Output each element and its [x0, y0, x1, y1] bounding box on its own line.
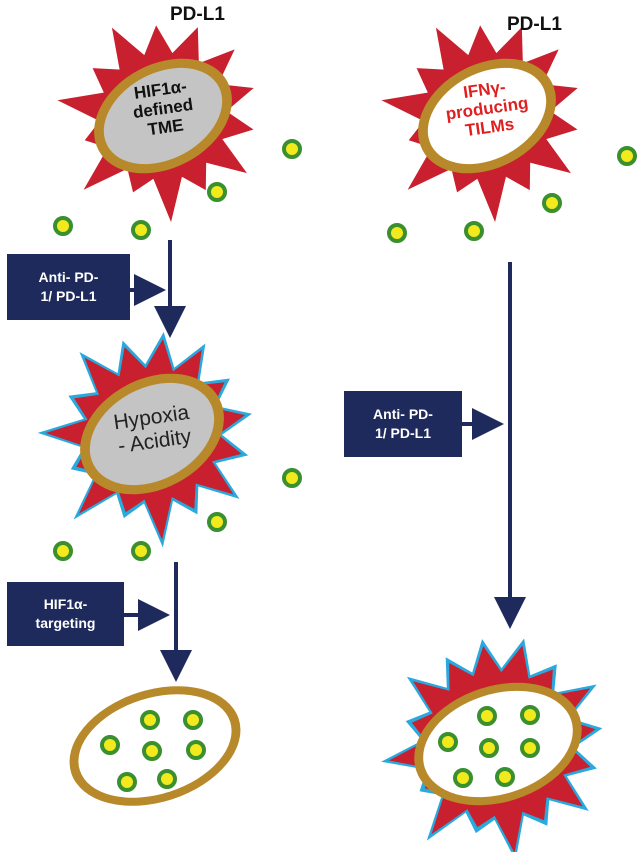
- anti-pd1-box-right: Anti- PD- 1/ PD-L1: [344, 391, 462, 457]
- pd-l1-dot: [282, 468, 302, 488]
- pd-l1-dot: [464, 221, 484, 241]
- cell-nucleus: [89, 382, 215, 486]
- pd-l1-label-left: PD-L1: [170, 4, 225, 25]
- pd-l1-dot: [282, 139, 302, 159]
- anti-pd1-box-left: Anti- PD- 1/ PD-L1: [7, 254, 130, 320]
- internalized-dot: [438, 732, 458, 752]
- internalized-dot: [520, 705, 540, 725]
- pd-l1-dot: [131, 220, 151, 240]
- cell-interior: [427, 67, 547, 165]
- pd-l1-label-right: PD-L1: [507, 14, 562, 35]
- cell-bottom-left: [69, 686, 241, 806]
- pd-l1-dot: [617, 146, 637, 166]
- internalized-dot: [157, 769, 177, 789]
- pd-l1-dot: [53, 216, 73, 236]
- internalized-dot: [453, 768, 473, 788]
- internalized-dot: [140, 710, 160, 730]
- pd-l1-dot: [207, 512, 227, 532]
- pd-l1-dots: [53, 139, 637, 561]
- internalized-dot: [100, 735, 120, 755]
- cell-hypoxia-acidity: [37, 332, 253, 548]
- internalized-dot: [495, 767, 515, 787]
- pd-l1-dot: [131, 541, 151, 561]
- pd-l1-dot: [387, 223, 407, 243]
- internalized-dot: [477, 706, 497, 726]
- internalized-dot: [186, 740, 206, 760]
- internalized-dot: [117, 772, 137, 792]
- internalized-dot: [183, 710, 203, 730]
- cell-ifng-tilms: [381, 25, 578, 223]
- hif1a-targeting-box: HIF1α- targeting: [7, 582, 124, 646]
- cell-hif1a-tme: [57, 25, 254, 223]
- pd-l1-dot: [542, 193, 562, 213]
- internalized-dot: [520, 738, 540, 758]
- pd-l1-dot: [207, 182, 227, 202]
- internalized-dot: [479, 738, 499, 758]
- cell-nucleus: [103, 67, 223, 165]
- pd-l1-dot: [53, 541, 73, 561]
- internalized-dot: [142, 741, 162, 761]
- cell-bottom-right: [381, 638, 603, 852]
